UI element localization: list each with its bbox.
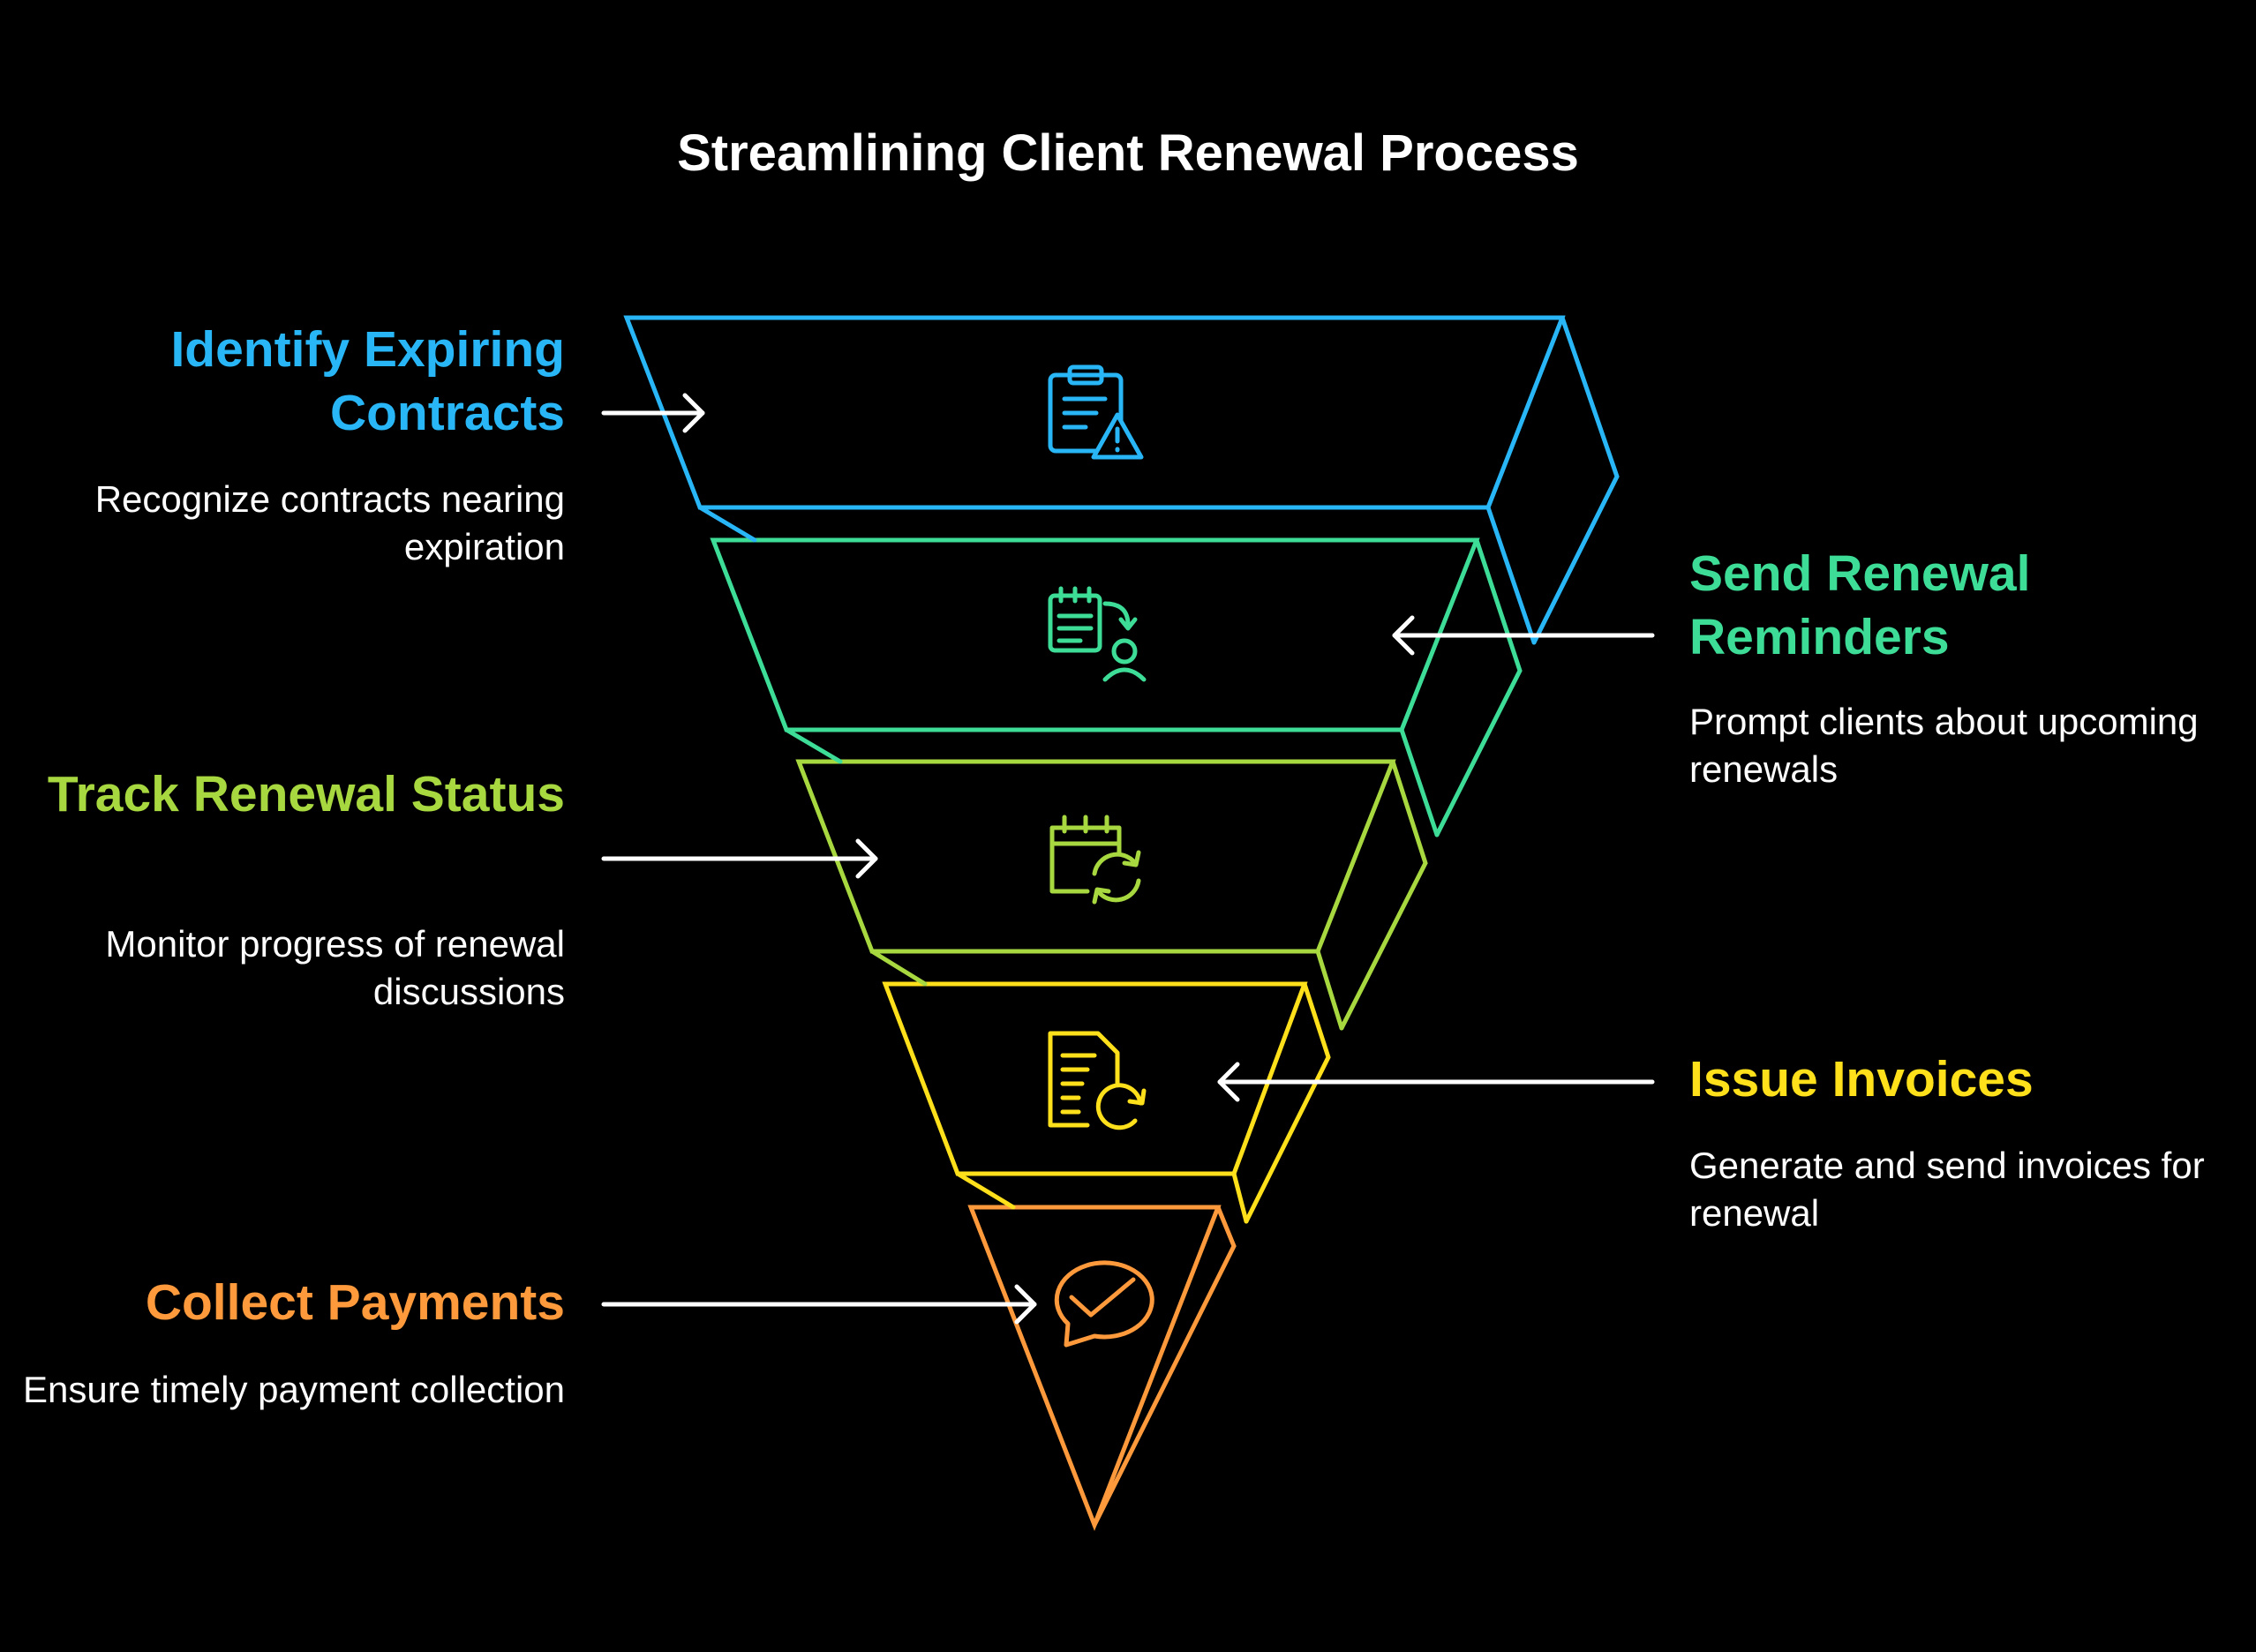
step-1-title: Identify Expiring Contracts xyxy=(170,321,565,441)
funnel-stage-2 xyxy=(710,537,1523,837)
step-2-description: Prompt clients about upcoming renewals xyxy=(1689,701,2199,790)
step-4-description: Generate and send invoices for renewal xyxy=(1689,1145,2205,1234)
calendar-refresh-icon xyxy=(1049,815,1141,905)
funnel-stage-4 xyxy=(882,981,1331,1224)
step-1-description: Recognize contracts nearing expiration xyxy=(94,478,565,567)
step-4-title: Issue Invoices xyxy=(1689,1051,2034,1108)
clipboard-warning-icon xyxy=(1048,364,1144,460)
step-3-description: Monitor progress of renewal discussions xyxy=(105,923,565,1012)
arrow-stage-2 xyxy=(1392,615,1655,656)
funnel-stage-3 xyxy=(795,759,1428,1031)
step-3-title: Track Renewal Status xyxy=(47,766,565,822)
step-5-title: Collect Payments xyxy=(145,1274,565,1331)
funnel-stage-1 xyxy=(623,315,1620,645)
arrow-stage-3 xyxy=(601,838,878,879)
document-refresh-icon xyxy=(1048,1031,1147,1130)
clipboard-user-icon xyxy=(1048,586,1147,682)
chat-check-icon xyxy=(1054,1260,1154,1348)
arrow-stage-4 xyxy=(1217,1062,1655,1102)
funnel-stage-5 xyxy=(967,1205,1237,1531)
arrow-stage-5 xyxy=(601,1284,1037,1325)
step-5-description: Ensure timely payment collection xyxy=(23,1369,565,1410)
arrow-stage-1 xyxy=(601,393,705,433)
diagram-title: Streamlining Client Renewal Process xyxy=(677,124,1579,182)
step-2-title: Send Renewal Reminders xyxy=(1689,545,2031,665)
